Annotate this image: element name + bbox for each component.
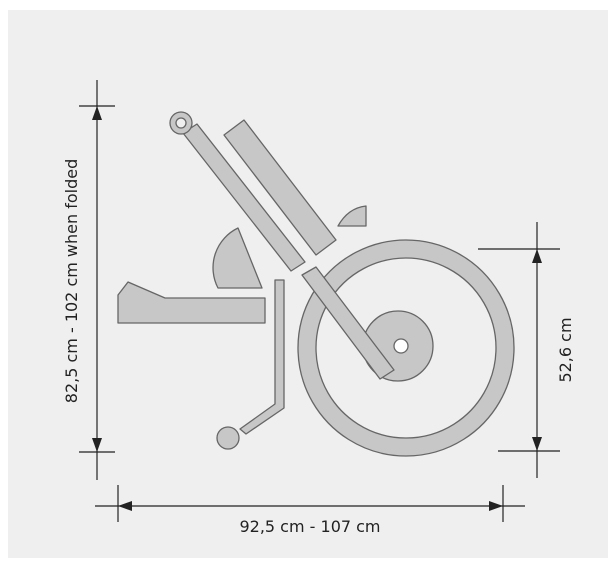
dimension-arrows — [92, 106, 542, 511]
device-drawing — [117, 111, 515, 457]
length-arrow-right — [489, 501, 503, 511]
wheel-arrow-top — [532, 249, 542, 263]
front-fork — [301, 266, 395, 380]
clamp-bar — [117, 281, 266, 324]
dimension-lines — [79, 80, 560, 522]
battery-panel — [223, 119, 337, 256]
length-overall-label: 92,5 cm - 107 cm — [239, 517, 380, 536]
wheel-arrow-bottom — [532, 437, 542, 451]
length-arrow-left — [118, 501, 132, 511]
headlight — [337, 205, 367, 227]
steering-tube — [182, 123, 306, 272]
height-overall-label: 82,5 cm - 102 cm when folded — [62, 159, 81, 403]
height-arrow-top — [92, 106, 102, 120]
height-arrow-bottom — [92, 438, 102, 452]
stand-foot — [216, 426, 240, 450]
hub-axle — [393, 338, 409, 354]
wheel-height-label: 52,6 cm — [556, 317, 575, 382]
stand-rod — [239, 279, 285, 435]
mount-bracket — [212, 227, 263, 289]
handle-ring-inner — [175, 117, 187, 129]
